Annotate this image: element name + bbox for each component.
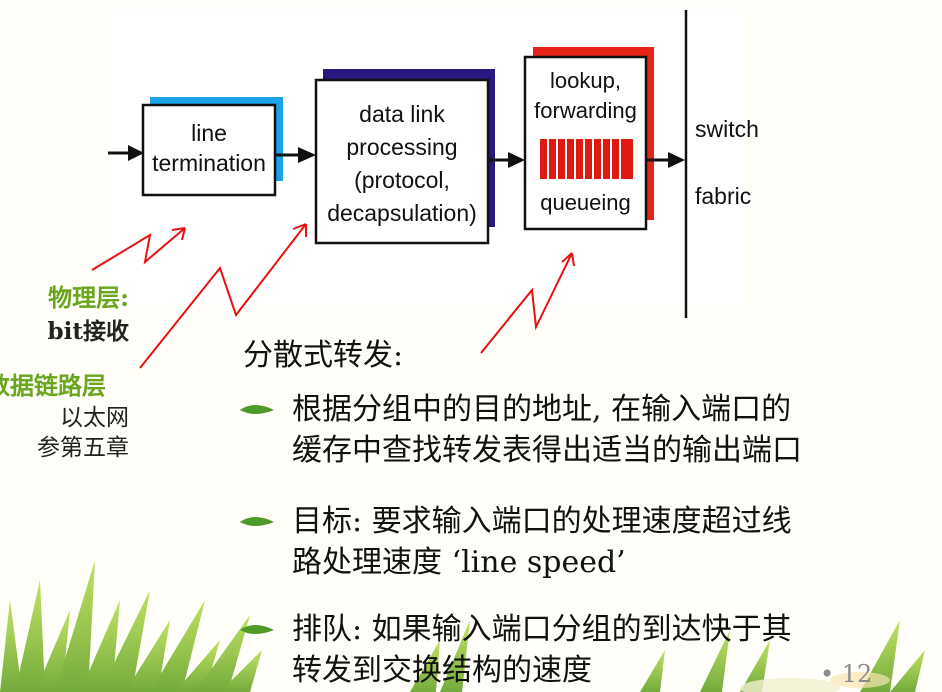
- box2-line2: processing: [346, 134, 458, 160]
- box2-line4: decapsulation): [327, 200, 477, 226]
- bullet-3-line-1: 排队: 如果输入端口分组的到达快于其: [292, 612, 792, 647]
- physical-layer-label: 物理层:: [48, 283, 129, 312]
- queueing-label: queueing: [540, 190, 631, 215]
- lookup-label: lookup, forwarding: [525, 66, 646, 126]
- bullet-2-line-2: 路处理速度 ‘line speed’: [292, 545, 626, 580]
- data-link-label: data link processing (protocol, decapsul…: [316, 98, 488, 230]
- fabric-label: fabric: [695, 183, 752, 209]
- flow-arrows: [108, 145, 685, 168]
- slide-heading: 分散式转发:: [243, 338, 404, 373]
- data-link-box: [314, 78, 490, 245]
- bullet-1-line-2: 缓存中查找转发表得出适当的输出端口: [292, 433, 802, 468]
- line-termination-box: [141, 103, 277, 197]
- datalink-layer-label: 数据链路层: [0, 371, 106, 400]
- box1-line2: termination: [152, 150, 266, 176]
- leaf-bullet-icon: [240, 405, 274, 414]
- box2-line1: data link: [359, 101, 445, 127]
- datalink-desc-ethernet: 以太网: [60, 405, 129, 431]
- line-termination-label: line termination: [143, 118, 275, 178]
- page-number: • 12: [820, 660, 873, 688]
- datalink-desc-chapter: 参第五章: [37, 435, 129, 461]
- box3-line1: lookup,: [550, 68, 621, 93]
- physical-layer-desc: bit接收: [47, 318, 129, 345]
- switch-label: switch: [695, 116, 759, 142]
- annotation-arrows: [91, 223, 575, 369]
- box1-line1: line: [191, 120, 227, 146]
- box2-line3: (protocol,: [354, 167, 450, 193]
- leaf-bullet-icon: [240, 517, 274, 526]
- box3-line2: forwarding: [534, 98, 637, 123]
- bullet-1-line-1: 根据分组中的目的地址, 在输入端口的: [292, 392, 792, 427]
- queue-buffer-icon: [540, 139, 633, 179]
- bullet-2-line-1: 目标: 要求输入端口的处理速度超过线: [292, 504, 792, 539]
- bullet-3-line-2: 转发到交换结构的速度: [292, 653, 592, 688]
- leaf-bullet-icon: [240, 625, 274, 634]
